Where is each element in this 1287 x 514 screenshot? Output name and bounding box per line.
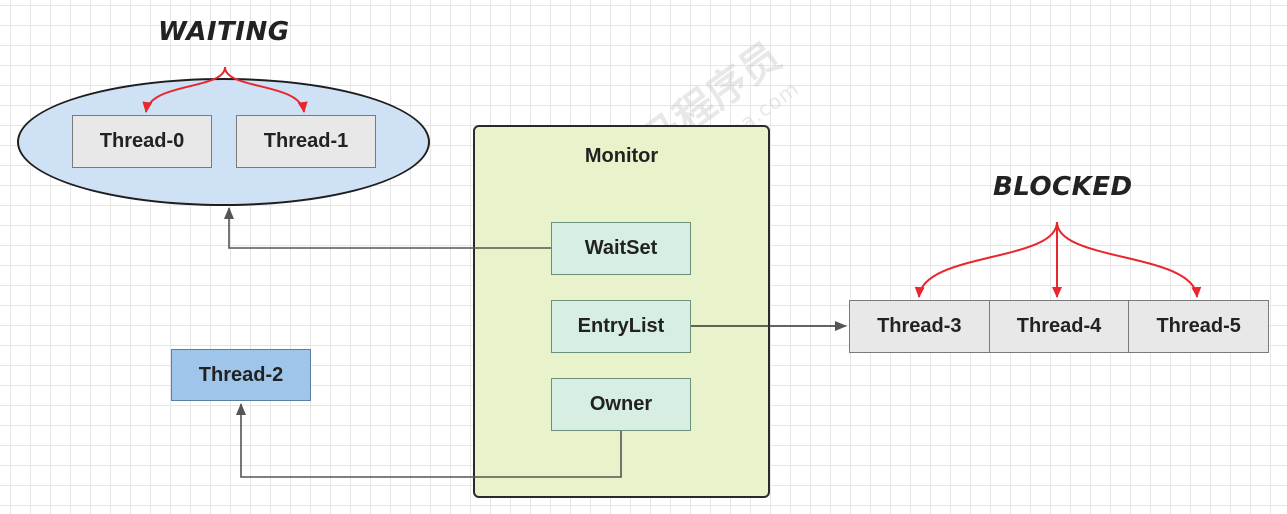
owner-slot: Owner xyxy=(551,378,691,431)
blocked-arrow-left xyxy=(914,221,1058,298)
thread-5-box: Thread-5 xyxy=(1129,300,1270,353)
thread-1-box: Thread-1 xyxy=(236,115,376,168)
thread-0-box: Thread-0 xyxy=(72,115,212,168)
waitset-slot: WaitSet xyxy=(551,222,691,275)
blocked-arrow-right xyxy=(1056,221,1202,298)
monitor-title: Monitor xyxy=(584,145,659,167)
thread-3-box: Thread-3 xyxy=(849,300,990,353)
thread-4-box: Thread-4 xyxy=(989,300,1130,353)
blocked-fanout-arrows xyxy=(914,221,1202,298)
entrylist-slot: EntryList xyxy=(551,300,691,353)
blocked-threads-row: Thread-3 Thread-4 Thread-5 xyxy=(849,300,1270,353)
thread-2-box: Thread-2 xyxy=(171,349,311,401)
waiting-state-label: WAITING xyxy=(158,17,290,47)
blocked-state-label: BLOCKED xyxy=(993,172,1133,202)
